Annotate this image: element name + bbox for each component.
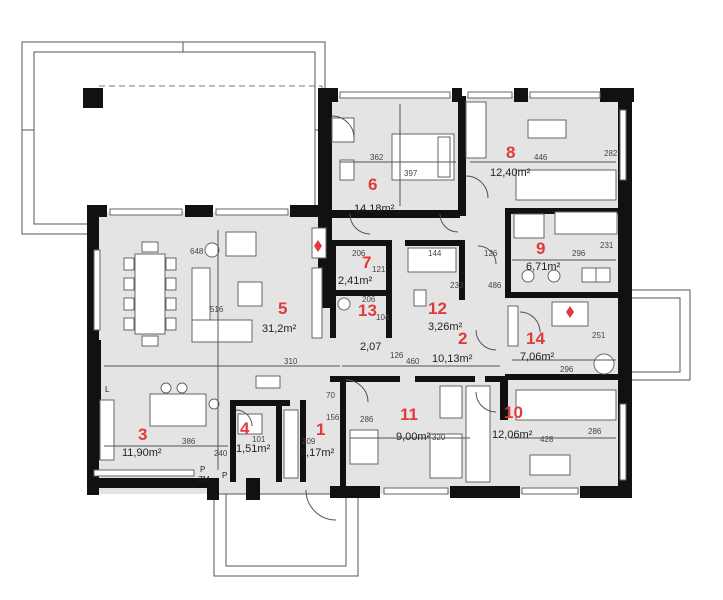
room-8-number: 8 bbox=[506, 143, 515, 162]
dim-231: 231 bbox=[600, 241, 614, 250]
dim-282: 282 bbox=[604, 149, 618, 158]
dim-206a: 206 bbox=[352, 249, 366, 258]
dim-209: 209 bbox=[302, 437, 316, 446]
room-4-area: 1,51m² bbox=[236, 443, 271, 455]
room-11-number: 11 bbox=[400, 405, 418, 424]
room-1-number: 1 bbox=[316, 420, 325, 439]
room-6-area: 14,18m² bbox=[354, 203, 395, 215]
room-labels: 1 3,17m² 2 10,13m² 3 11,90m² 4 1,51m² 5 … bbox=[122, 143, 561, 459]
dim-286a: 286 bbox=[360, 415, 374, 424]
room-10-area: 12,06m² bbox=[492, 429, 533, 441]
doors bbox=[235, 115, 541, 521]
room-9-area: 6,71m² bbox=[526, 261, 561, 273]
room-12-number: 12 bbox=[428, 299, 447, 318]
room-9-number: 9 bbox=[536, 239, 545, 258]
dim-648: 648 bbox=[190, 247, 204, 256]
dim-310: 310 bbox=[284, 357, 298, 366]
walls bbox=[83, 88, 634, 500]
room-14-area: 7,06m² bbox=[520, 351, 555, 363]
room-13-area: 2,07 bbox=[360, 341, 381, 353]
windows bbox=[93, 91, 627, 495]
dimension-texts: 362 397 446 282 206 121 144 648 516 233 … bbox=[182, 149, 618, 458]
dim-104: 104 bbox=[376, 313, 390, 322]
stair-p2-label: P bbox=[222, 471, 227, 480]
dim-101: 101 bbox=[252, 435, 266, 444]
dim-126a: 126 bbox=[484, 249, 498, 258]
dim-126b: 126 bbox=[390, 351, 404, 360]
room-8-area: 12,40m² bbox=[490, 167, 531, 179]
dim-446: 446 bbox=[534, 153, 548, 162]
room-4-number: 4 bbox=[240, 419, 250, 438]
dim-428: 428 bbox=[540, 435, 554, 444]
side-terrace bbox=[627, 289, 691, 381]
dim-460: 460 bbox=[406, 357, 420, 366]
room-5-area: 31,2m² bbox=[262, 323, 297, 335]
dim-144: 144 bbox=[428, 249, 442, 258]
room-3-area: 11,90m² bbox=[122, 447, 162, 459]
room-5-number: 5 bbox=[278, 299, 287, 318]
room-1-area: 3,17m² bbox=[300, 447, 335, 459]
carport-outline bbox=[21, 41, 326, 235]
entrance-terrace bbox=[213, 493, 359, 577]
kitchen-l-label: L bbox=[105, 385, 110, 394]
dim-296a: 296 bbox=[572, 249, 586, 258]
dim-362: 362 bbox=[370, 153, 384, 162]
dim-233: 233 bbox=[450, 281, 464, 290]
room-12-area: 3,26m² bbox=[428, 321, 463, 333]
dim-251: 251 bbox=[592, 331, 606, 340]
dim-286b: 286 bbox=[588, 427, 602, 436]
room-7-area: 2,41m² bbox=[338, 275, 373, 287]
dim-486: 486 bbox=[488, 281, 502, 290]
dimension-lines bbox=[104, 104, 616, 470]
misc-labels: L P ZM P bbox=[105, 385, 227, 484]
room-11-area: 9,00m² bbox=[396, 431, 431, 443]
dim-516: 516 bbox=[210, 305, 224, 314]
dim-320: 320 bbox=[432, 433, 446, 442]
room-6-number: 6 bbox=[368, 175, 377, 194]
stair-p-label: P bbox=[200, 465, 205, 474]
room-7-number: 7 bbox=[362, 253, 371, 272]
room-10-number: 10 bbox=[504, 403, 523, 422]
room-3-number: 3 bbox=[138, 425, 147, 444]
stair-zm-label: ZM bbox=[198, 475, 210, 484]
dim-156: 156 bbox=[326, 413, 340, 422]
dim-296b: 296 bbox=[560, 365, 574, 374]
room-14-number: 14 bbox=[526, 329, 545, 348]
fireplace-icons bbox=[314, 240, 574, 318]
dim-206b: 206 bbox=[362, 295, 376, 304]
dim-240: 240 bbox=[214, 449, 228, 458]
dim-386: 386 bbox=[182, 437, 196, 446]
room-2-area: 10,13m² bbox=[432, 353, 473, 365]
room-13-number: 13 bbox=[358, 301, 377, 320]
furniture bbox=[99, 101, 618, 483]
dim-70: 70 bbox=[326, 391, 335, 400]
dim-121: 121 bbox=[372, 265, 386, 274]
dim-397: 397 bbox=[404, 169, 418, 178]
room-2-number: 2 bbox=[458, 329, 467, 348]
